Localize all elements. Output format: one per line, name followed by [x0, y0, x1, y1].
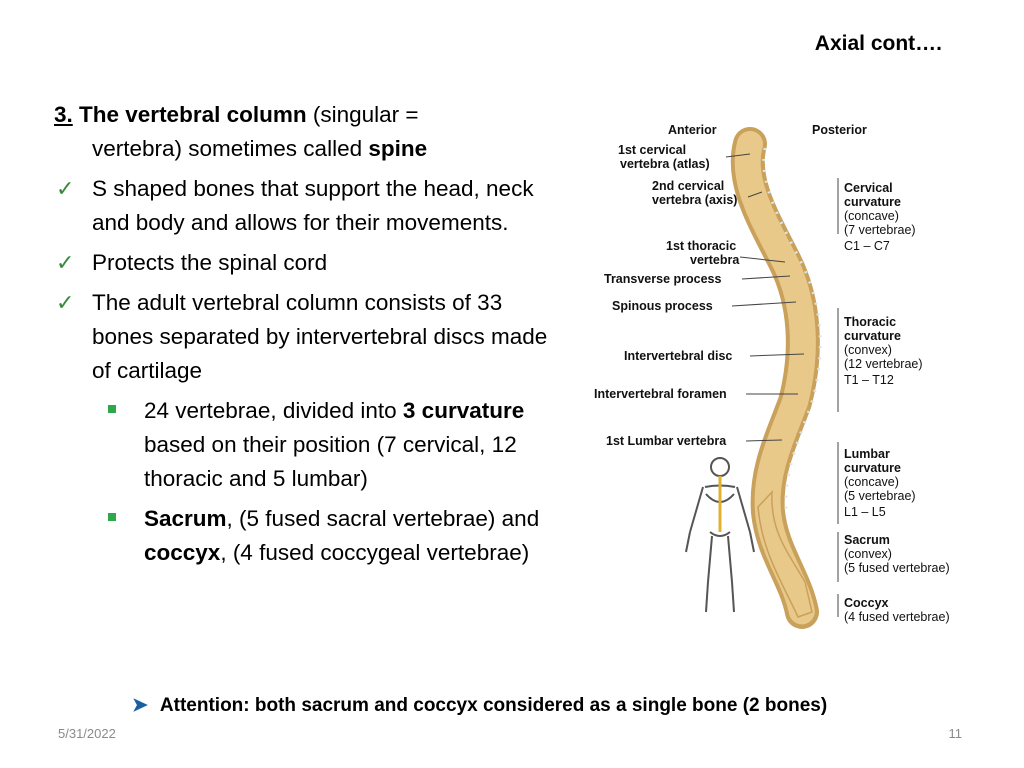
label-lumbar-curvature: curvature [844, 461, 901, 475]
label-cervical-type: (concave) [844, 209, 899, 223]
posterior-label: Posterior [812, 123, 867, 137]
anterior-label: Anterior [668, 123, 717, 137]
label-thoracic-count: (12 vertebrae) [844, 357, 923, 371]
vertebral-column-figure: Anterior Posterior 1st cervical vertebra… [594, 123, 950, 629]
label-lumbar-count: (5 vertebrae) [844, 489, 916, 503]
label-spinous: Spinous process [612, 299, 713, 313]
label-lumbar-range: L1 – L5 [844, 505, 886, 519]
label-lumbar-type: (concave) [844, 475, 899, 489]
label-thoracic-1: 1st thoracic [666, 239, 736, 253]
left-labels: 1st cervical vertebra (atlas) 2nd cervic… [594, 143, 740, 448]
topic-heading-line2: vertebra) sometimes called spine [54, 132, 564, 166]
attention-note: ➤ Attention: both sacrum and coccyx consi… [132, 694, 827, 717]
label-cervical: Cervical [844, 181, 893, 195]
topic-title-rest: (singular = [306, 102, 419, 127]
left-leader-lines [725, 153, 805, 442]
checkmark-icon: ✓ [56, 176, 75, 201]
label-thoracic-2: vertebra [690, 253, 740, 267]
label-axis-1: 2nd cervical [652, 179, 724, 193]
label-sacrum-type: (convex) [844, 547, 892, 561]
sub-bullet-text: , (5 fused sacral vertebrae) and [226, 506, 540, 531]
label-axis-2: vertebra (axis) [652, 193, 737, 207]
label-thoracic-type: (convex) [844, 343, 892, 357]
topic-title: The vertebral column [79, 102, 307, 127]
label-cervical-curvature: curvature [844, 195, 901, 209]
label-sacrum-count: (5 fused vertebrae) [844, 561, 950, 575]
sub-bullet-bold: Sacrum [144, 506, 227, 531]
slide-title: Axial cont…. [814, 32, 942, 55]
label-cervical-range: C1 – C7 [844, 239, 890, 253]
square-bullet-icon [108, 405, 116, 413]
attention-text: Attention: both sacrum and coccyx consid… [159, 695, 828, 716]
label-thoracic: Thoracic [844, 315, 896, 329]
sub-bullet-bold: coccyx [144, 540, 221, 565]
checkmark-icon: ✓ [56, 250, 75, 275]
topic-number: 3. [54, 102, 73, 127]
bullet-item: ✓ S shaped bones that support the head, … [54, 172, 564, 240]
label-transverse: Transverse process [604, 272, 721, 286]
right-labels: Cervical curvature (concave) (7 vertebra… [844, 181, 950, 624]
arrow-bullet-icon: ➤ [132, 695, 148, 716]
label-sacrum: Sacrum [844, 533, 890, 547]
slide-body: 3. The vertebral column (singular = vert… [54, 98, 564, 570]
bullet-text: Protects the spinal cord [92, 250, 328, 275]
square-bullet-icon [108, 513, 116, 521]
sub-bullet-text-post: based on their position (7 cervical, 12 … [144, 432, 517, 491]
label-coccyx: Coccyx [844, 596, 889, 610]
slide-page-number: 11 [948, 726, 963, 741]
label-foramen: Intervertebral foramen [594, 387, 727, 401]
label-cervical-count: (7 vertebrae) [844, 223, 916, 237]
sub-bullet-text-post: , (4 fused coccygeal vertebrae) [220, 540, 530, 565]
spine-illustration [730, 127, 822, 629]
bullet-text: S shaped bones that support the head, ne… [92, 176, 534, 235]
bullet-item: ✓ Protects the spinal cord [54, 246, 564, 280]
slide-date: 5/31/2022 [58, 726, 116, 741]
sub-bullet-bold: 3 curvature [402, 398, 525, 423]
topic-heading: 3. The vertebral column (singular = [54, 98, 564, 132]
label-lumbar: Lumbar [844, 447, 890, 461]
topic-heading-line2-text: vertebra) sometimes called [92, 136, 369, 161]
label-thoracic-range: T1 – T12 [844, 373, 894, 387]
label-thoracic-curvature: curvature [844, 329, 901, 343]
checkmark-icon: ✓ [56, 290, 75, 315]
sub-bullet-item: Sacrum, (5 fused sacral vertebrae) and c… [54, 502, 564, 570]
label-atlas-2: vertebra (atlas) [620, 157, 710, 171]
bullet-text: The adult vertebral column consists of 3… [92, 290, 548, 383]
sub-bullet-item: 24 vertebrae, divided into 3 curvature b… [54, 394, 564, 496]
label-disc: Intervertebral disc [624, 349, 732, 363]
topic-heading-line2-bold: spine [368, 136, 428, 161]
label-coccyx-count: (4 fused vertebrae) [844, 610, 950, 624]
sub-bullet-text: 24 vertebrae, divided into [144, 398, 403, 423]
label-lumbar-1st: 1st Lumbar vertebra [606, 434, 727, 448]
label-atlas-1: 1st cervical [618, 143, 686, 157]
bullet-item: ✓ The adult vertebral column consists of… [54, 286, 564, 388]
